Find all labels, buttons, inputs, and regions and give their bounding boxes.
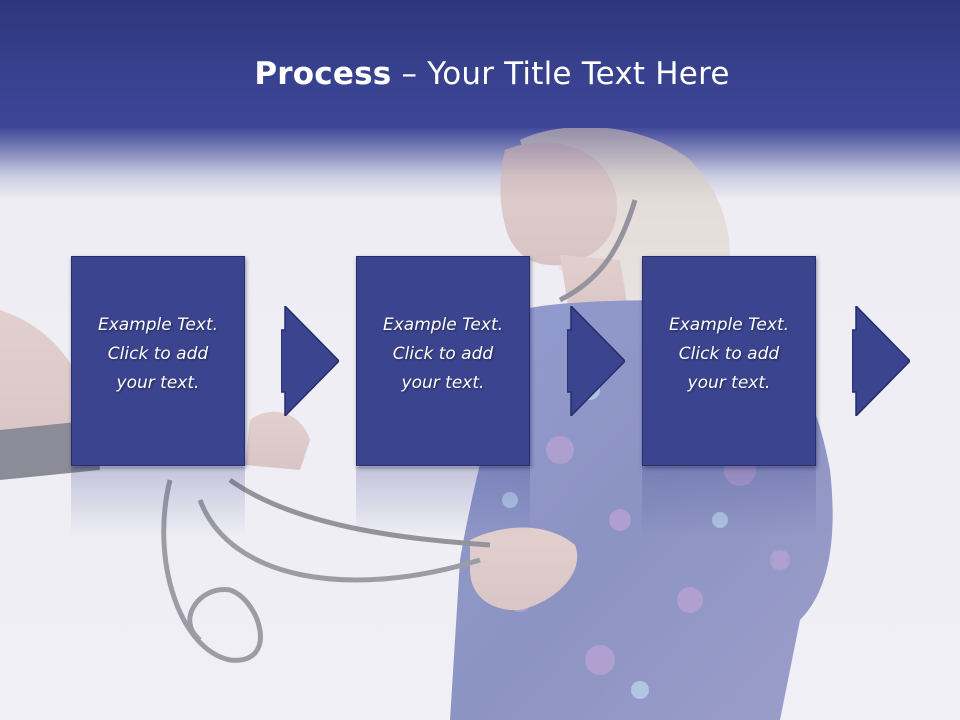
step-text: Example Text. Click to add your text. (382, 315, 504, 393)
process-step-2[interactable]: Example Text. Click to add your text. (356, 256, 530, 466)
title-bold: Process (254, 56, 392, 92)
arrow-right-icon (281, 306, 339, 416)
step-reflection (71, 467, 245, 537)
arrow-right-icon (567, 306, 625, 416)
slide-title[interactable]: Process – Your Title Text Here (0, 52, 960, 96)
process-step-1[interactable]: Example Text. Click to add your text. (71, 256, 245, 466)
arrow-right-icon (852, 306, 910, 416)
step-text: Example Text. Click to add your text. (97, 315, 219, 393)
title-rest: – Your Title Text Here (391, 56, 730, 92)
header-band (0, 0, 960, 128)
step-reflection (356, 467, 530, 537)
process-step-3[interactable]: Example Text. Click to add your text. (642, 256, 816, 466)
step-text: Example Text. Click to add your text. (668, 315, 790, 393)
step-reflection (642, 467, 816, 537)
